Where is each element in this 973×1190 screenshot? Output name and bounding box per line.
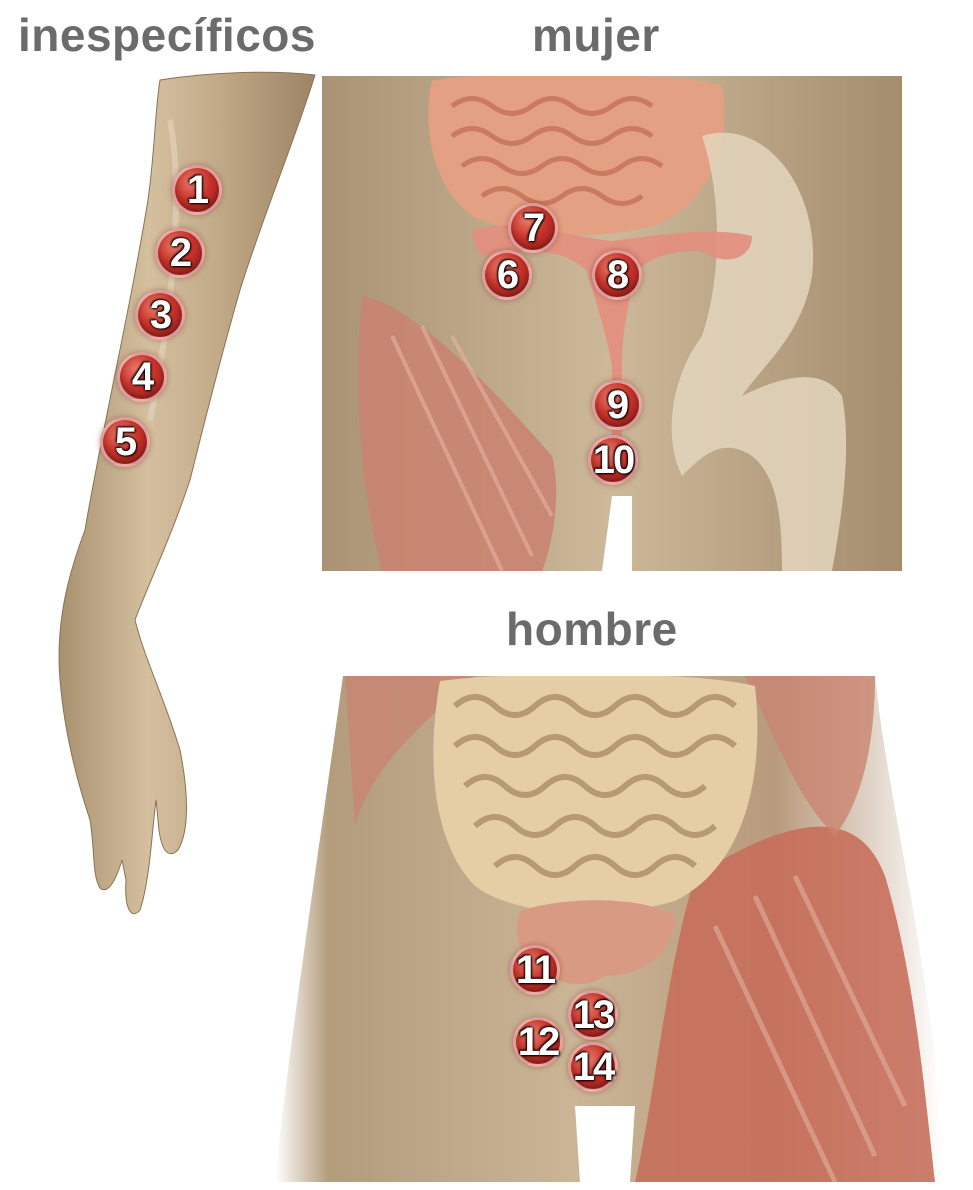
numbered-marker-icon: 11: [515, 948, 556, 992]
numbered-marker-icon: 6: [496, 253, 519, 297]
numbered-marker-icon: 9: [606, 383, 629, 427]
male-pelvis-illustration: [275, 676, 942, 1182]
female-pelvis-illustration: [322, 76, 902, 571]
marker-6: 6: [482, 250, 532, 300]
numbered-marker-icon: 4: [131, 355, 154, 399]
marker-7: 7: [508, 203, 558, 253]
male-muscle-upper: [345, 676, 875, 836]
marker-14: 14: [568, 1042, 618, 1092]
numbered-marker-icon: 13: [572, 993, 615, 1037]
marker-1: 1: [172, 165, 222, 215]
marker-10: 10: [588, 435, 638, 485]
female-uterus: [472, 225, 752, 476]
numbered-marker-icon: 5: [114, 420, 137, 464]
marker-5: 5: [100, 417, 150, 467]
arm-shape: [58, 71, 316, 915]
numbered-marker-icon: 7: [522, 206, 545, 250]
marker-12: 12: [513, 1017, 563, 1067]
male-muscle-right: [635, 826, 935, 1182]
heading-female: mujer: [532, 9, 660, 61]
marker-9: 9: [592, 380, 642, 430]
heading-male: hombre: [506, 603, 678, 655]
marker-11: 11: [510, 945, 560, 995]
marker-13: 13: [568, 990, 618, 1040]
marker-3: 3: [135, 290, 185, 340]
marker-8: 8: [592, 250, 642, 300]
marker-2: 2: [155, 228, 205, 278]
numbered-marker-icon: 10: [592, 438, 635, 482]
numbered-marker-icon: 3: [149, 293, 172, 337]
heading-nonspecific: inespecíficos: [18, 9, 316, 61]
numbered-marker-icon: 8: [606, 253, 629, 297]
female-pelvic-bone: [671, 132, 847, 571]
numbered-marker-icon: 1: [186, 168, 209, 212]
numbered-marker-icon: 14: [572, 1045, 615, 1089]
numbered-marker-icon: 2: [169, 231, 192, 275]
numbered-marker-icon: 12: [517, 1020, 560, 1064]
marker-4: 4: [117, 352, 167, 402]
female-intestine: [428, 76, 725, 235]
